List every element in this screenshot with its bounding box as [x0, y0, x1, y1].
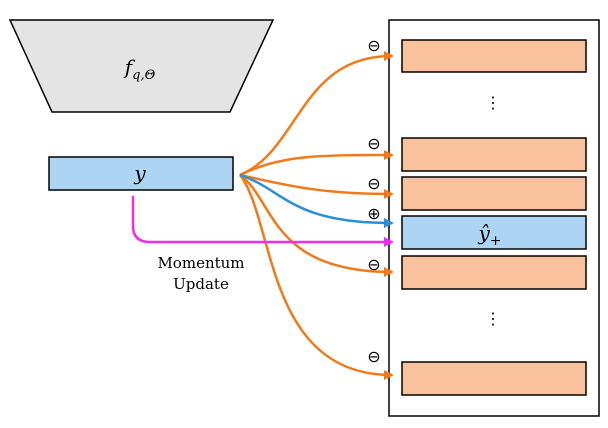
momentum-label-line1: Momentum — [157, 254, 244, 272]
arrow-to-negative-4 — [239, 173, 394, 277]
negative-sign-1: ⊖ — [367, 36, 380, 55]
negative-key-3 — [401, 176, 587, 211]
query-label: y — [133, 161, 146, 185]
negative-sign-5: ⊖ — [367, 347, 380, 366]
positive-key-box — [401, 215, 587, 250]
negative-key-2 — [401, 137, 587, 172]
arrow-to-negative-1 — [239, 51, 394, 177]
arrow-to-positive — [239, 173, 394, 228]
momentum-label-line2: Update — [173, 275, 229, 293]
negative-sign-4: ⊖ — [367, 255, 380, 274]
negative-key-1 — [401, 39, 587, 73]
arrow-to-negative-2 — [239, 150, 394, 177]
positive-key-label: ŷ+ — [477, 221, 501, 249]
momentum-update-arrow — [131, 196, 394, 247]
arrow-to-negative-3 — [239, 173, 394, 199]
positive-sign: ⊕ — [367, 204, 380, 223]
arrow-to-negative-5 — [239, 174, 394, 380]
ellipsis-lower: ⋮ — [485, 309, 501, 328]
ellipsis-upper: ⋮ — [485, 93, 501, 112]
encoder-trapezoid — [8, 19, 275, 113]
negative-sign-2: ⊖ — [367, 134, 380, 153]
negative-sign-3: ⊖ — [367, 174, 380, 193]
negative-key-5 — [401, 361, 587, 396]
query-box — [48, 156, 234, 191]
negative-key-4 — [401, 255, 587, 290]
